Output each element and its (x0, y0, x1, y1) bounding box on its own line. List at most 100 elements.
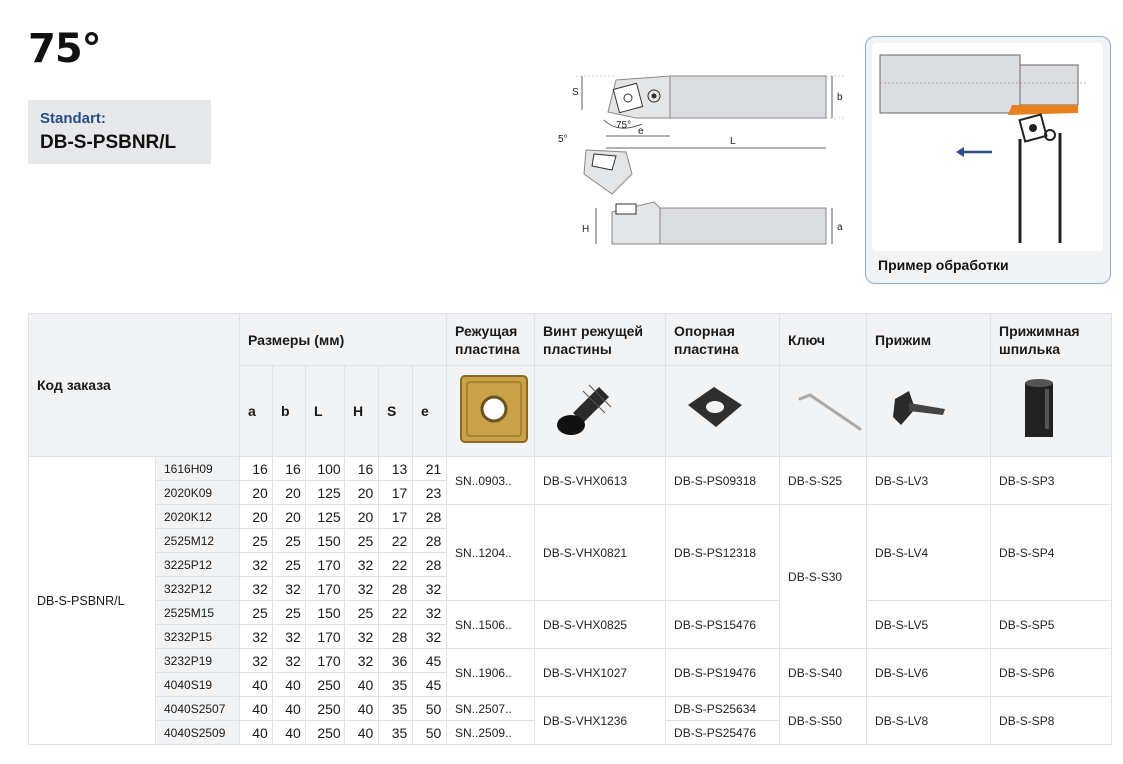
screw-cell: DB-S-VHX0821 (534, 504, 667, 601)
cell-b: 25 (272, 552, 306, 577)
cell-l: 250 (305, 720, 345, 745)
cell-e: 32 (411, 600, 448, 625)
cell-a: 25 (239, 528, 273, 553)
dim-col-e: e (411, 365, 448, 457)
cell-e: 28 (411, 552, 448, 577)
dimensions-header: Размеры (мм) (238, 313, 448, 366)
cell-b: 32 (272, 624, 306, 649)
cell-a: 16 (239, 456, 273, 481)
cell-s: 17 (378, 480, 413, 505)
dim-e-label: e (638, 126, 644, 137)
pin-image (990, 365, 1113, 457)
screw-cell: DB-S-VHX1236 (534, 696, 667, 745)
dim-l-label: L (730, 136, 736, 147)
order-code-row: 3232P19 (155, 648, 240, 673)
clamp-cell: DB-S-LV5 (866, 600, 992, 649)
main-order-code: DB-S-PSBNR/L (28, 456, 156, 745)
cell-l: 150 (305, 528, 345, 553)
clamp-cell: DB-S-LV6 (866, 648, 992, 697)
shim-image (665, 365, 781, 457)
cell-e: 23 (411, 480, 448, 505)
key-cell: DB-S-S40 (779, 648, 868, 697)
cell-b: 16 (272, 456, 306, 481)
cell-b: 40 (272, 672, 306, 697)
cell-l: 250 (305, 672, 345, 697)
order-code-row: 4040S2507 (155, 696, 240, 721)
pin-cell: DB-S-SP5 (990, 600, 1113, 649)
shim-cell: DB-S-PS12318 (665, 504, 781, 601)
order-code-row: 4040S2509 (155, 720, 240, 745)
cell-e: 28 (411, 528, 448, 553)
example-caption: Пример обработки (878, 257, 1009, 273)
clamp-cell: DB-S-LV4 (866, 504, 992, 601)
screw-image (534, 365, 667, 457)
cell-b: 20 (272, 480, 306, 505)
cell-l: 100 (305, 456, 345, 481)
cell-h: 40 (344, 720, 379, 745)
cell-s: 28 (378, 624, 413, 649)
machining-illustration (879, 54, 1088, 243)
cell-e: 50 (411, 696, 448, 721)
order-code-row: 3225P12 (155, 552, 240, 577)
order-code-row: 3232P15 (155, 624, 240, 649)
shim-cell: DB-S-PS09318 (665, 456, 781, 505)
cell-h: 32 (344, 648, 379, 673)
cell-h: 32 (344, 552, 379, 577)
shim-cell: DB-S-PS25476 (665, 720, 781, 745)
cell-h: 40 (344, 696, 379, 721)
cell-a: 25 (239, 600, 273, 625)
key-header: Ключ (779, 313, 868, 366)
key-image (779, 365, 868, 457)
dim-col-b: b (272, 365, 306, 457)
cell-b: 40 (272, 720, 306, 745)
cell-a: 40 (239, 720, 273, 745)
insert-cell: SN..1906.. (446, 648, 536, 697)
cell-a: 20 (239, 504, 273, 529)
dim-col-s: S (378, 365, 413, 457)
clamp-cell: DB-S-LV3 (866, 456, 992, 505)
screw-header: Винт режущей пластины (534, 313, 667, 366)
order-code-row: 2525M15 (155, 600, 240, 625)
cell-h: 25 (344, 528, 379, 553)
cell-e: 45 (411, 672, 448, 697)
cell-l: 250 (305, 696, 345, 721)
shim-cell: DB-S-PS25634 (665, 696, 781, 721)
dim-b-label: b (837, 92, 843, 103)
cell-b: 32 (272, 648, 306, 673)
example-box: Пример обработки (865, 36, 1111, 284)
insert-header: Режущая пластина (446, 313, 536, 366)
cell-a: 32 (239, 624, 273, 649)
insert-cell: SN..2509.. (446, 720, 536, 745)
technical-drawing: S b 75° e L 5° H a (558, 75, 846, 245)
cell-e: 32 (411, 576, 448, 601)
angle-title: 75° (28, 26, 102, 72)
cell-a: 40 (239, 696, 273, 721)
insert-image (446, 365, 536, 457)
screw-cell: DB-S-VHX0613 (534, 456, 667, 505)
dim-col-l: L (305, 365, 345, 457)
cell-a: 32 (239, 576, 273, 601)
insert-cell: SN..1204.. (446, 504, 536, 601)
cell-e: 50 (411, 720, 448, 745)
standard-code: DB-S-PSBNR/L (40, 132, 177, 153)
cell-l: 150 (305, 600, 345, 625)
pin-cell: DB-S-SP4 (990, 504, 1113, 601)
example-illustration (872, 43, 1103, 251)
pin-cell: DB-S-SP8 (990, 696, 1113, 745)
cell-a: 20 (239, 480, 273, 505)
insert-icon (460, 375, 529, 443)
cell-l: 125 (305, 504, 345, 529)
cell-l: 170 (305, 576, 345, 601)
key-cell: DB-S-S30 (779, 504, 868, 649)
cell-l: 125 (305, 480, 345, 505)
insert-cell: SN..2507.. (446, 696, 536, 721)
order-code-row: 2020K12 (155, 504, 240, 529)
standard-box: Standart: DB-S-PSBNR/L (28, 100, 211, 164)
dim-h-label: H (582, 224, 589, 235)
pin-header: Прижимная шпилька (990, 313, 1113, 366)
cell-a: 32 (239, 648, 273, 673)
order-code-row: 1616H09 (155, 456, 240, 481)
cell-s: 35 (378, 720, 413, 745)
order-code-row: 4040S19 (155, 672, 240, 697)
shim-cell: DB-S-PS19476 (665, 648, 781, 697)
